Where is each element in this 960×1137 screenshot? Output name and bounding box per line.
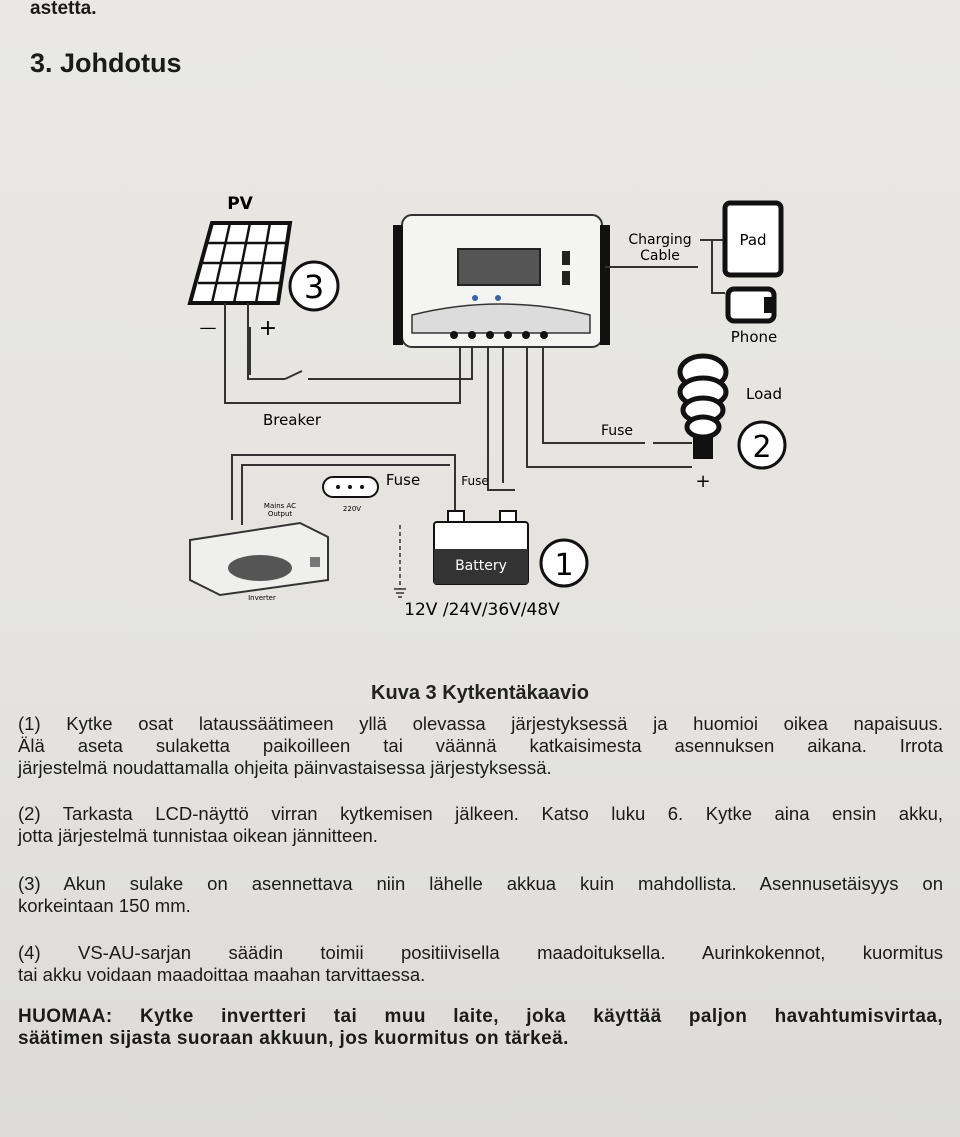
step-1-circle [539, 538, 589, 588]
paragraph-2-line-2: jotta järjestelmä tunnistaa oikean jänni… [18, 825, 378, 846]
output-label: Output [268, 510, 293, 518]
note-line-2: säätimen sijasta suoraan akkuun, jos kuo… [18, 1028, 569, 1049]
paragraph-3: (3) Akun sulake on asennettava niin lähe… [18, 873, 943, 917]
cable-label: Cable [640, 248, 680, 264]
paragraph-3-line-1: (3) Akun sulake on asennettava niin lähe… [18, 873, 943, 894]
section-heading: 3. Johdotus [30, 48, 182, 78]
previous-page-fragment: astetta. [30, 0, 97, 19]
load-step-number: 2 [752, 430, 771, 465]
tablet-icon [722, 200, 784, 278]
usb-cable [605, 239, 725, 294]
battery-voltage-label: 12V /24V/36V/48V [404, 600, 560, 620]
load-fuse-label: Fuse [601, 423, 633, 439]
paragraph-2-line-1: (2) Tarkasta LCD-näyttö virran kytkemise… [18, 803, 943, 824]
step-2-circle [737, 420, 787, 470]
phone-icon [725, 286, 777, 324]
paragraph-3-line-2: korkeintaan 150 mm. [18, 895, 191, 916]
paragraph-2: (2) Tarkasta LCD-näyttö virran kytkemise… [18, 803, 943, 847]
load-label: Load [746, 385, 782, 403]
step-3-circle [288, 260, 340, 312]
paragraph-4-line-1: (4) VS-AU-sarjan säädin toimii positiivi… [18, 942, 943, 963]
pv-step-number: 3 [304, 268, 324, 306]
paragraph-1-line-3: järjestelmä noudattamalla ohjeita päinva… [18, 757, 552, 778]
note-line-1: HUOMAA: Kytke invertteri tai muu laite, … [18, 1006, 943, 1027]
lightbulb-icon [677, 353, 729, 459]
load-plus-sign: + [695, 471, 710, 492]
battery-label: Battery [455, 558, 507, 574]
battery-step-number: 1 [554, 548, 573, 583]
paragraph-1-line-2: Älä aseta sulaketta paikoilleen tai vään… [18, 735, 943, 756]
pv-plus-sign: + [259, 316, 277, 341]
voltage-220-label: 220V [343, 505, 361, 513]
inverter-fuse-label: Fuse [386, 471, 420, 489]
wiring-diagram: PV 3 — + Breaker Charging Cable [187, 194, 787, 620]
inverter-icon [189, 521, 329, 597]
paragraph-4-line-2: tai akku voidaan maadoittaa maahan tarvi… [18, 964, 426, 985]
paragraph-1-line-1: (1) Kytke osat lataussäätimeen yllä olev… [18, 713, 943, 734]
battery-fuse-label: Fuse [461, 474, 489, 488]
note-paragraph: HUOMAA: Kytke invertteri tai muu laite, … [18, 1006, 943, 1050]
pad-label: Pad [739, 231, 766, 249]
figure-caption: Kuva 3 Kytkentäkaavio [371, 682, 589, 704]
ground-icon [394, 588, 406, 598]
load-wiring [526, 347, 692, 468]
pv-wiring [224, 303, 473, 404]
breaker-label: Breaker [263, 411, 322, 429]
pv-minus-sign: — [200, 318, 217, 338]
battery-wiring [231, 347, 515, 525]
phone-label: Phone [731, 328, 777, 346]
inverter-label: Inverter [248, 594, 276, 602]
charge-controller-icon [393, 214, 610, 348]
pv-label: PV [227, 194, 253, 214]
inverter-fuse-icon [322, 476, 379, 498]
mains-label: Mains AC [264, 502, 296, 510]
paragraph-4: (4) VS-AU-sarjan säädin toimii positiivi… [18, 942, 943, 986]
battery-icon [433, 510, 529, 585]
paragraph-1: (1) Kytke osat lataussäätimeen yllä olev… [18, 713, 943, 779]
solar-panel-icon [187, 221, 293, 305]
charging-label: Charging [628, 232, 691, 248]
